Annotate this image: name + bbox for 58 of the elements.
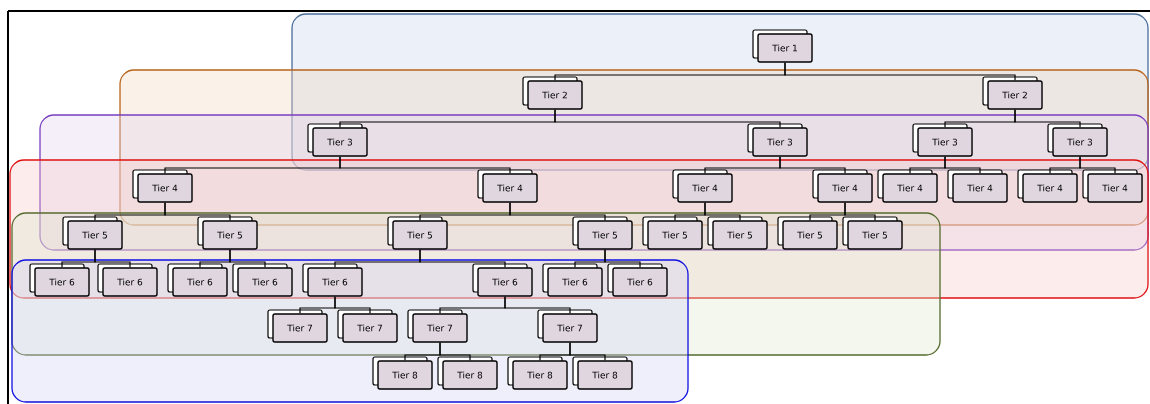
tier-box: Tier 4 bbox=[1082, 169, 1143, 203]
tier-box: Tier 7 bbox=[407, 309, 468, 343]
tier-box: Tier 6 bbox=[472, 263, 533, 297]
tree-connector bbox=[334, 296, 371, 314]
tier-box: Tier 5 bbox=[572, 216, 633, 250]
tier-box: Tier 6 bbox=[542, 263, 603, 297]
tier-box: Tier 7 bbox=[267, 309, 328, 343]
tier-box: Tier 4 bbox=[672, 169, 733, 203]
tier-box: Tier 7 bbox=[537, 309, 598, 343]
tier-box: Tier 8 bbox=[372, 356, 433, 390]
tree-connector bbox=[944, 156, 981, 174]
tier-box: Tier 6 bbox=[232, 263, 293, 297]
tree-connector bbox=[94, 249, 131, 268]
tree-connector bbox=[784, 62, 1016, 81]
tier-box: Tier 6 bbox=[302, 263, 363, 297]
tier-box: Tier 5 bbox=[197, 216, 258, 250]
tier-box: Tier 8 bbox=[437, 356, 498, 390]
tree-connector bbox=[504, 296, 571, 314]
tier-box: Tier 5 bbox=[842, 216, 903, 250]
tier-box: Tier 3 bbox=[747, 123, 808, 157]
tier-box: Tier 7 bbox=[337, 309, 398, 343]
tier-box: Tier 6 bbox=[29, 263, 90, 297]
tier-box: Tier 5 bbox=[62, 216, 123, 250]
tier-box: Tier 4 bbox=[947, 169, 1008, 203]
tier-box: Tier 4 bbox=[812, 169, 873, 203]
tier-box: Tier 5 bbox=[642, 216, 703, 250]
tier-box: Tier 4 bbox=[477, 169, 538, 203]
tree-connector bbox=[1014, 109, 1081, 128]
tree-connector bbox=[704, 202, 741, 221]
tree-connector bbox=[779, 156, 846, 174]
tier-box: Tier 5 bbox=[707, 216, 768, 250]
tier-box: Tier 3 bbox=[1047, 123, 1108, 157]
tier-box: Tier 4 bbox=[877, 169, 938, 203]
tier-box: Tier 4 bbox=[1017, 169, 1078, 203]
tree-connector bbox=[339, 156, 511, 174]
tree-connector bbox=[229, 249, 266, 268]
tier-box: Tier 3 bbox=[912, 123, 973, 157]
tier-box: Tier 6 bbox=[167, 263, 228, 297]
tree-connector bbox=[844, 202, 876, 221]
tier-box: Tier 6 bbox=[97, 263, 158, 297]
tier-box: Tier 4 bbox=[132, 169, 193, 203]
tier-box: Tier 1 bbox=[752, 29, 813, 63]
tree-connector bbox=[554, 109, 781, 128]
tier-box: Tier 5 bbox=[777, 216, 838, 250]
tree-connector bbox=[569, 342, 606, 361]
tier-box: Tier 8 bbox=[572, 356, 633, 390]
tier-box: Tier 2 bbox=[982, 76, 1043, 110]
tree-connector bbox=[509, 202, 606, 221]
tree-connector bbox=[419, 249, 506, 268]
tree-connector bbox=[439, 342, 471, 361]
tier-box: Tier 8 bbox=[507, 356, 568, 390]
tree-connector bbox=[164, 202, 231, 221]
tier-box: Tier 6 bbox=[607, 263, 668, 297]
tier-box: Tier 5 bbox=[387, 216, 448, 250]
tier-box: Tier 3 bbox=[307, 123, 368, 157]
tier-box: Tier 2 bbox=[522, 76, 583, 110]
tree-connector bbox=[1079, 156, 1116, 174]
tree-connector bbox=[604, 249, 641, 268]
